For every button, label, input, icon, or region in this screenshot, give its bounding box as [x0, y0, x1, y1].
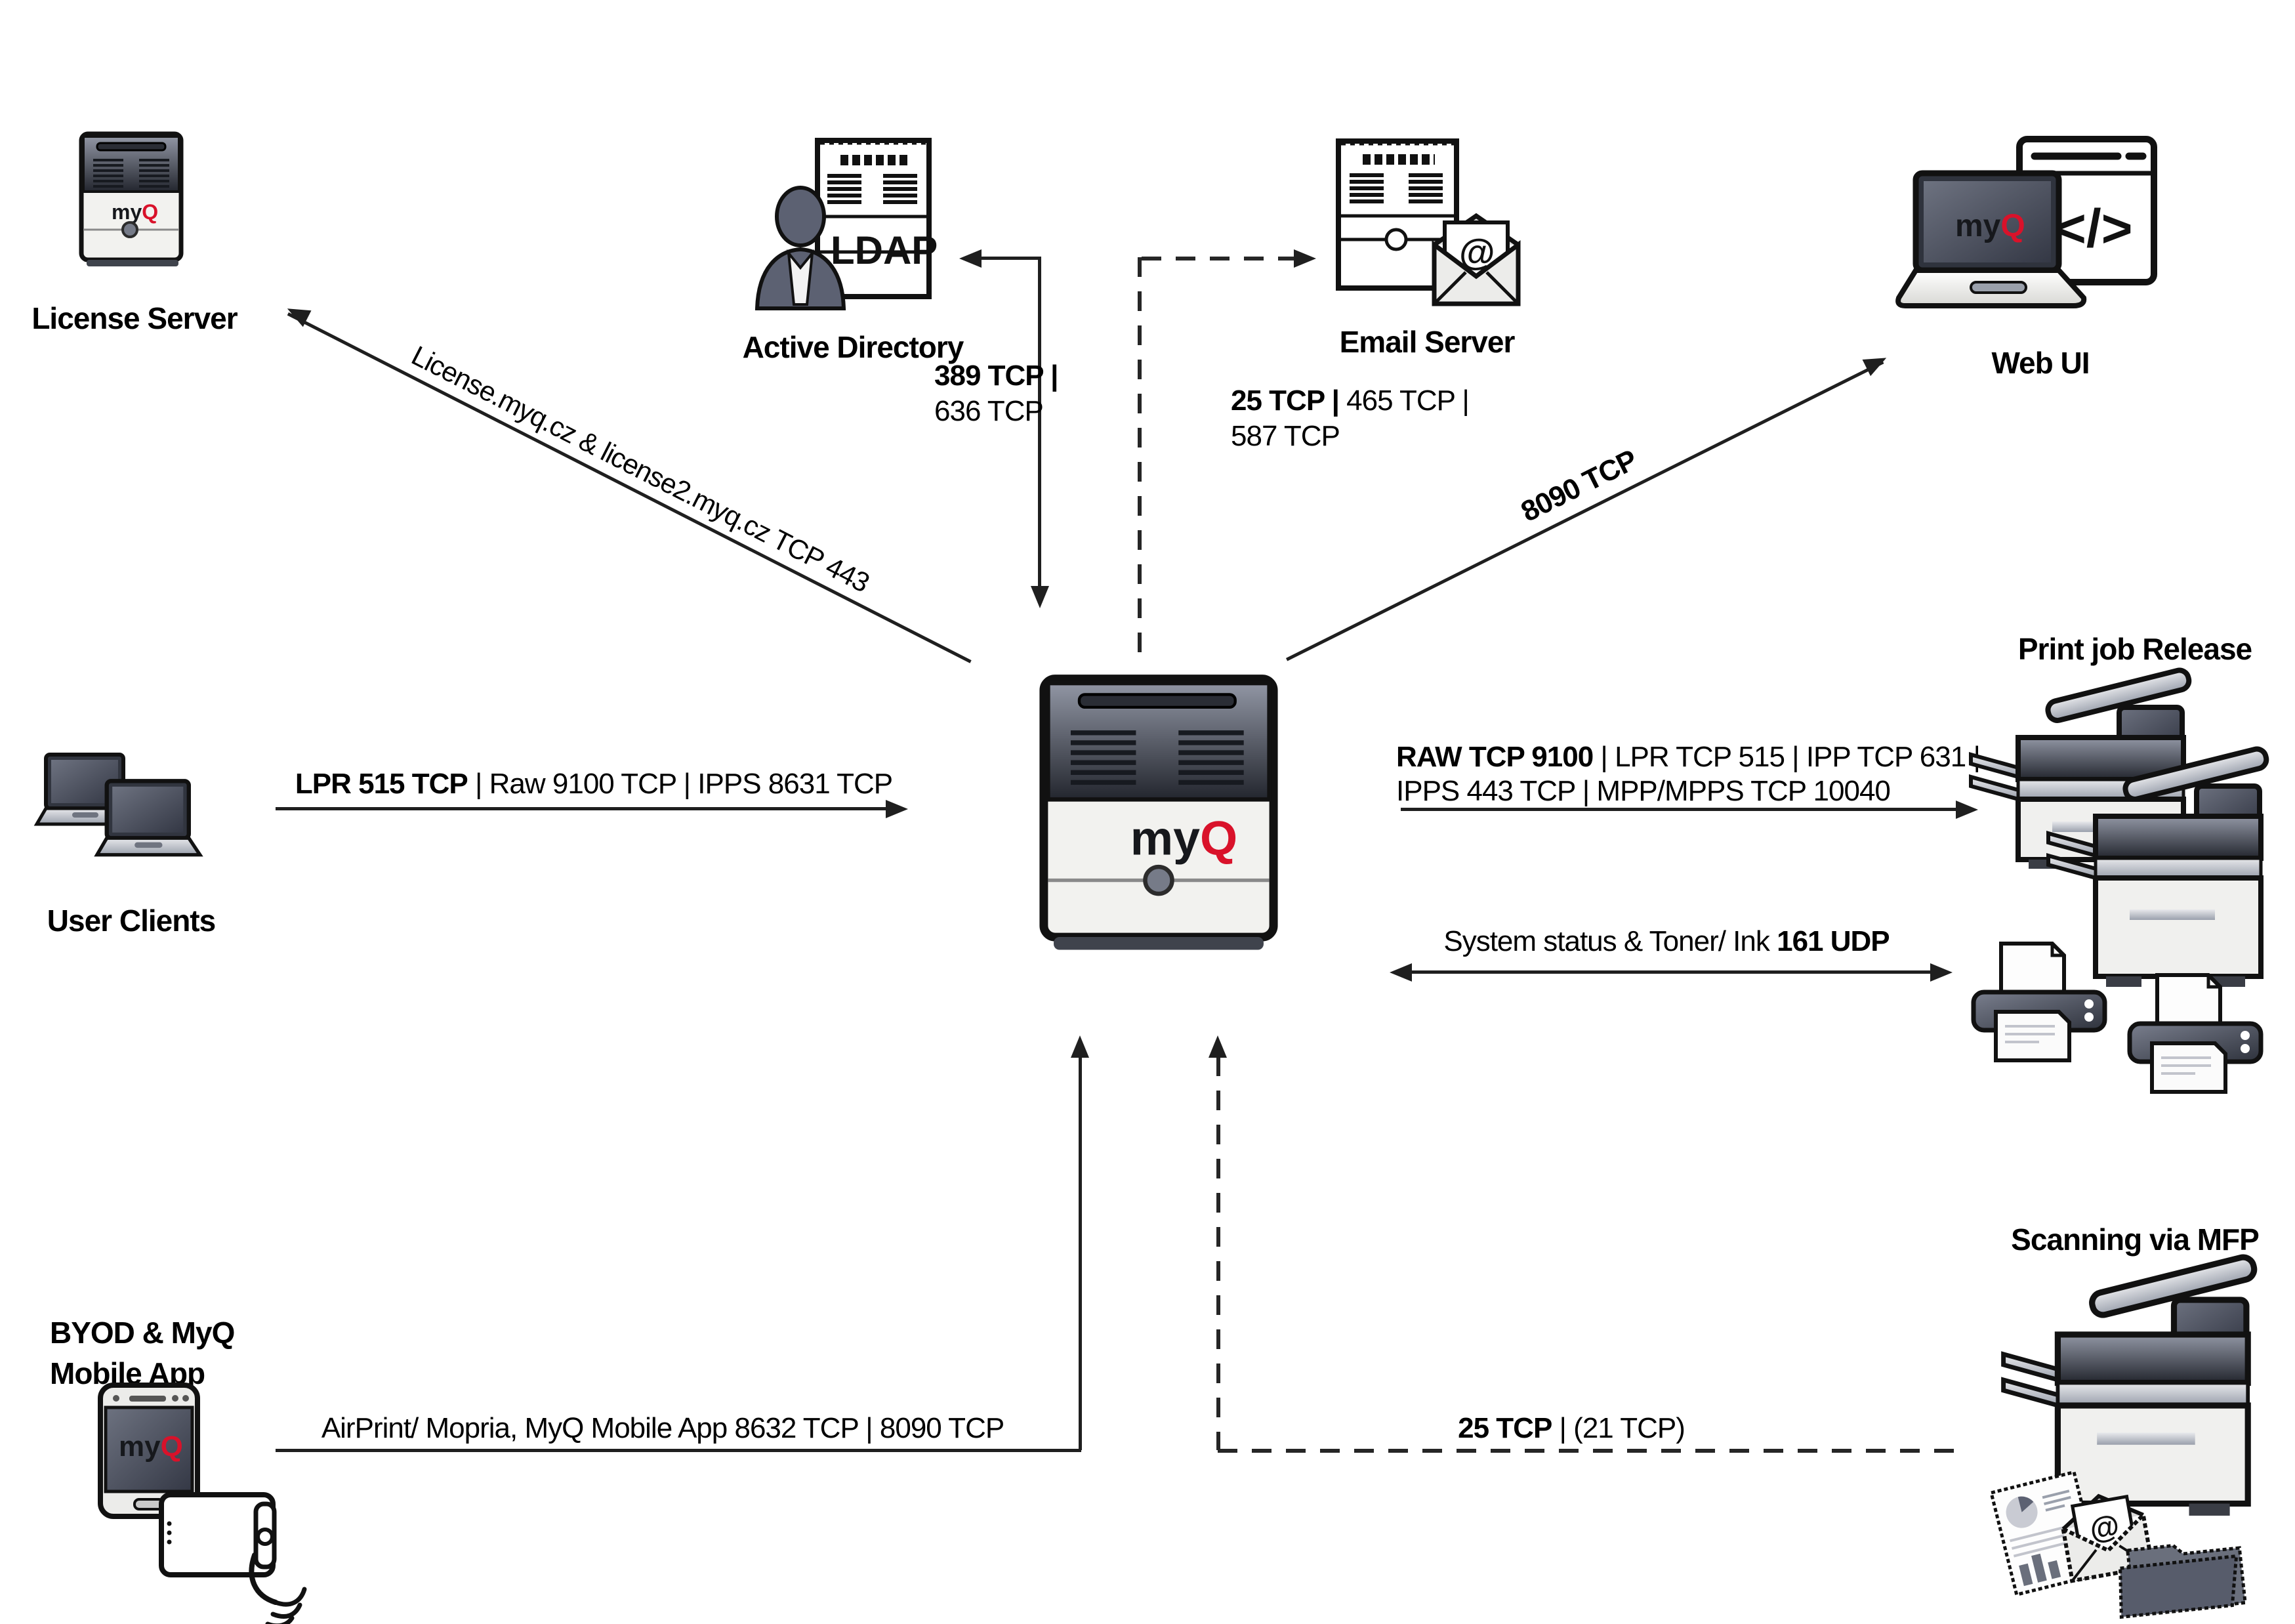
scan-arrowhead-icon [1209, 1035, 1227, 1058]
svg-text:myQ: myQ [112, 200, 158, 224]
myq-server-icon: myQ [1039, 675, 1278, 950]
email-connection-line-horizontal [1142, 257, 1294, 260]
printer-small-right [2127, 973, 2264, 1094]
web-ui-icon: </> myQ [1895, 136, 2157, 308]
email-server-icon: @ [1336, 138, 1521, 306]
client-print-arrowhead-icon [886, 800, 908, 818]
client-print-label: LPR 515 TCP | Raw 9100 TCP | IPPS 8631 T… [282, 766, 905, 802]
client-print-bold: LPR 515 TCP [295, 768, 468, 800]
ad-connection-line-vertical [1038, 257, 1041, 586]
mobile-line-horizontal [276, 1449, 1081, 1452]
user-clients-label: User Clients [47, 904, 216, 938]
active-directory-label: Active Directory [742, 330, 964, 364]
email-port-rest: 465 TCP | [1338, 385, 1470, 417]
ad-port-line2: 636 TCP [934, 395, 1044, 427]
status-arrowhead-left-icon [1390, 963, 1412, 982]
ad-port-line1: 389 TCP | [934, 360, 1058, 392]
email-ports: 25 TCP | 465 TCP | 587 TCP [1231, 383, 1470, 454]
mfp-front [2046, 746, 2269, 987]
webui-connection-label: 8090 TCP [1516, 444, 1642, 528]
ad-connection-line-horizontal [982, 257, 1041, 260]
svg-text:myQ: myQ [1130, 811, 1237, 865]
mobile-label: AirPrint/ Mopria, MyQ Mobile App 8632 TC… [321, 1412, 1004, 1444]
server-print-arrowhead-icon [1956, 801, 1978, 819]
print-job-release-label: Print job Release [2017, 632, 2252, 666]
status-text: System status & Toner/ Ink [1443, 925, 1777, 957]
ad-arrowhead-icon [959, 249, 982, 268]
scan-rest: | (21 TCP) [1552, 1412, 1685, 1444]
laptop-front [94, 779, 203, 857]
svg-text:myQ: myQ [1955, 209, 2025, 243]
printer-small-left [1971, 942, 2107, 1062]
server-print-rest: | LPR TCP 515 | IPP TCP 631 | [1593, 741, 1980, 773]
ad-to-server-arrowhead-icon [1031, 586, 1049, 608]
hand-holding-phone-icon [159, 1492, 307, 1624]
svg-text:myQ: myQ [119, 1430, 183, 1463]
ad-ports: 389 TCP | 636 TCP [934, 358, 1058, 429]
byod-label-line1: BYOD & MyQ [50, 1316, 235, 1350]
mobile-arrowhead-icon [1071, 1035, 1089, 1058]
server-print-line2: IPPS 443 TCP | MPP/MPPS TCP 10040 [1396, 775, 1891, 807]
client-print-rest: | Raw 9100 TCP | IPPS 8631 TCP [467, 768, 893, 800]
status-bold: 161 UDP [1777, 925, 1890, 957]
email-server-label: Email Server [1339, 325, 1516, 359]
server-print-line [1401, 808, 1957, 811]
status-arrowhead-right-icon [1930, 963, 1953, 982]
active-directory-icon: LDAP [755, 138, 938, 310]
byod-phone-icon: myQ [98, 1383, 200, 1519]
scan-line-vertical [1216, 1056, 1220, 1450]
mobile-line-vertical [1079, 1056, 1082, 1450]
license-connection-line [287, 312, 972, 663]
server-print-label: RAW TCP 9100 | LPR TCP 515 | IPP TCP 631… [1396, 740, 1981, 808]
scan-label: 25 TCP | (21 TCP) [1338, 1411, 1804, 1446]
email-arrowhead-icon [1294, 249, 1316, 268]
status-label: System status & Toner/ Ink 161 UDP [1378, 924, 1955, 959]
server-print-bold: RAW TCP 9100 [1396, 741, 1594, 773]
license-server-label: License Server [31, 301, 238, 335]
email-port-bold: 25 TCP | [1231, 385, 1340, 417]
mfp-scanner [2001, 1254, 2258, 1516]
email-port-line2: 587 TCP [1231, 420, 1340, 452]
svg-text:@: @ [2087, 1508, 2122, 1547]
scan-bold: 25 TCP [1458, 1412, 1552, 1444]
scanning-mfp-icon: @ [1989, 1254, 2258, 1619]
scan-line-horizontal [1218, 1449, 1962, 1453]
status-line [1411, 970, 1930, 974]
svg-text:</>: </> [2055, 199, 2133, 259]
scan-folder-icon [2119, 1543, 2247, 1619]
license-server-icon: myQ [79, 131, 184, 266]
user-clients-icon [33, 753, 203, 857]
scanning-mfp-label: Scanning via MFP [2011, 1222, 2260, 1257]
web-ui-label: Web UI [1991, 346, 2090, 380]
email-connection-line-vertical [1138, 257, 1142, 661]
print-job-release-icon [1969, 667, 2269, 1094]
client-print-line [276, 807, 887, 810]
